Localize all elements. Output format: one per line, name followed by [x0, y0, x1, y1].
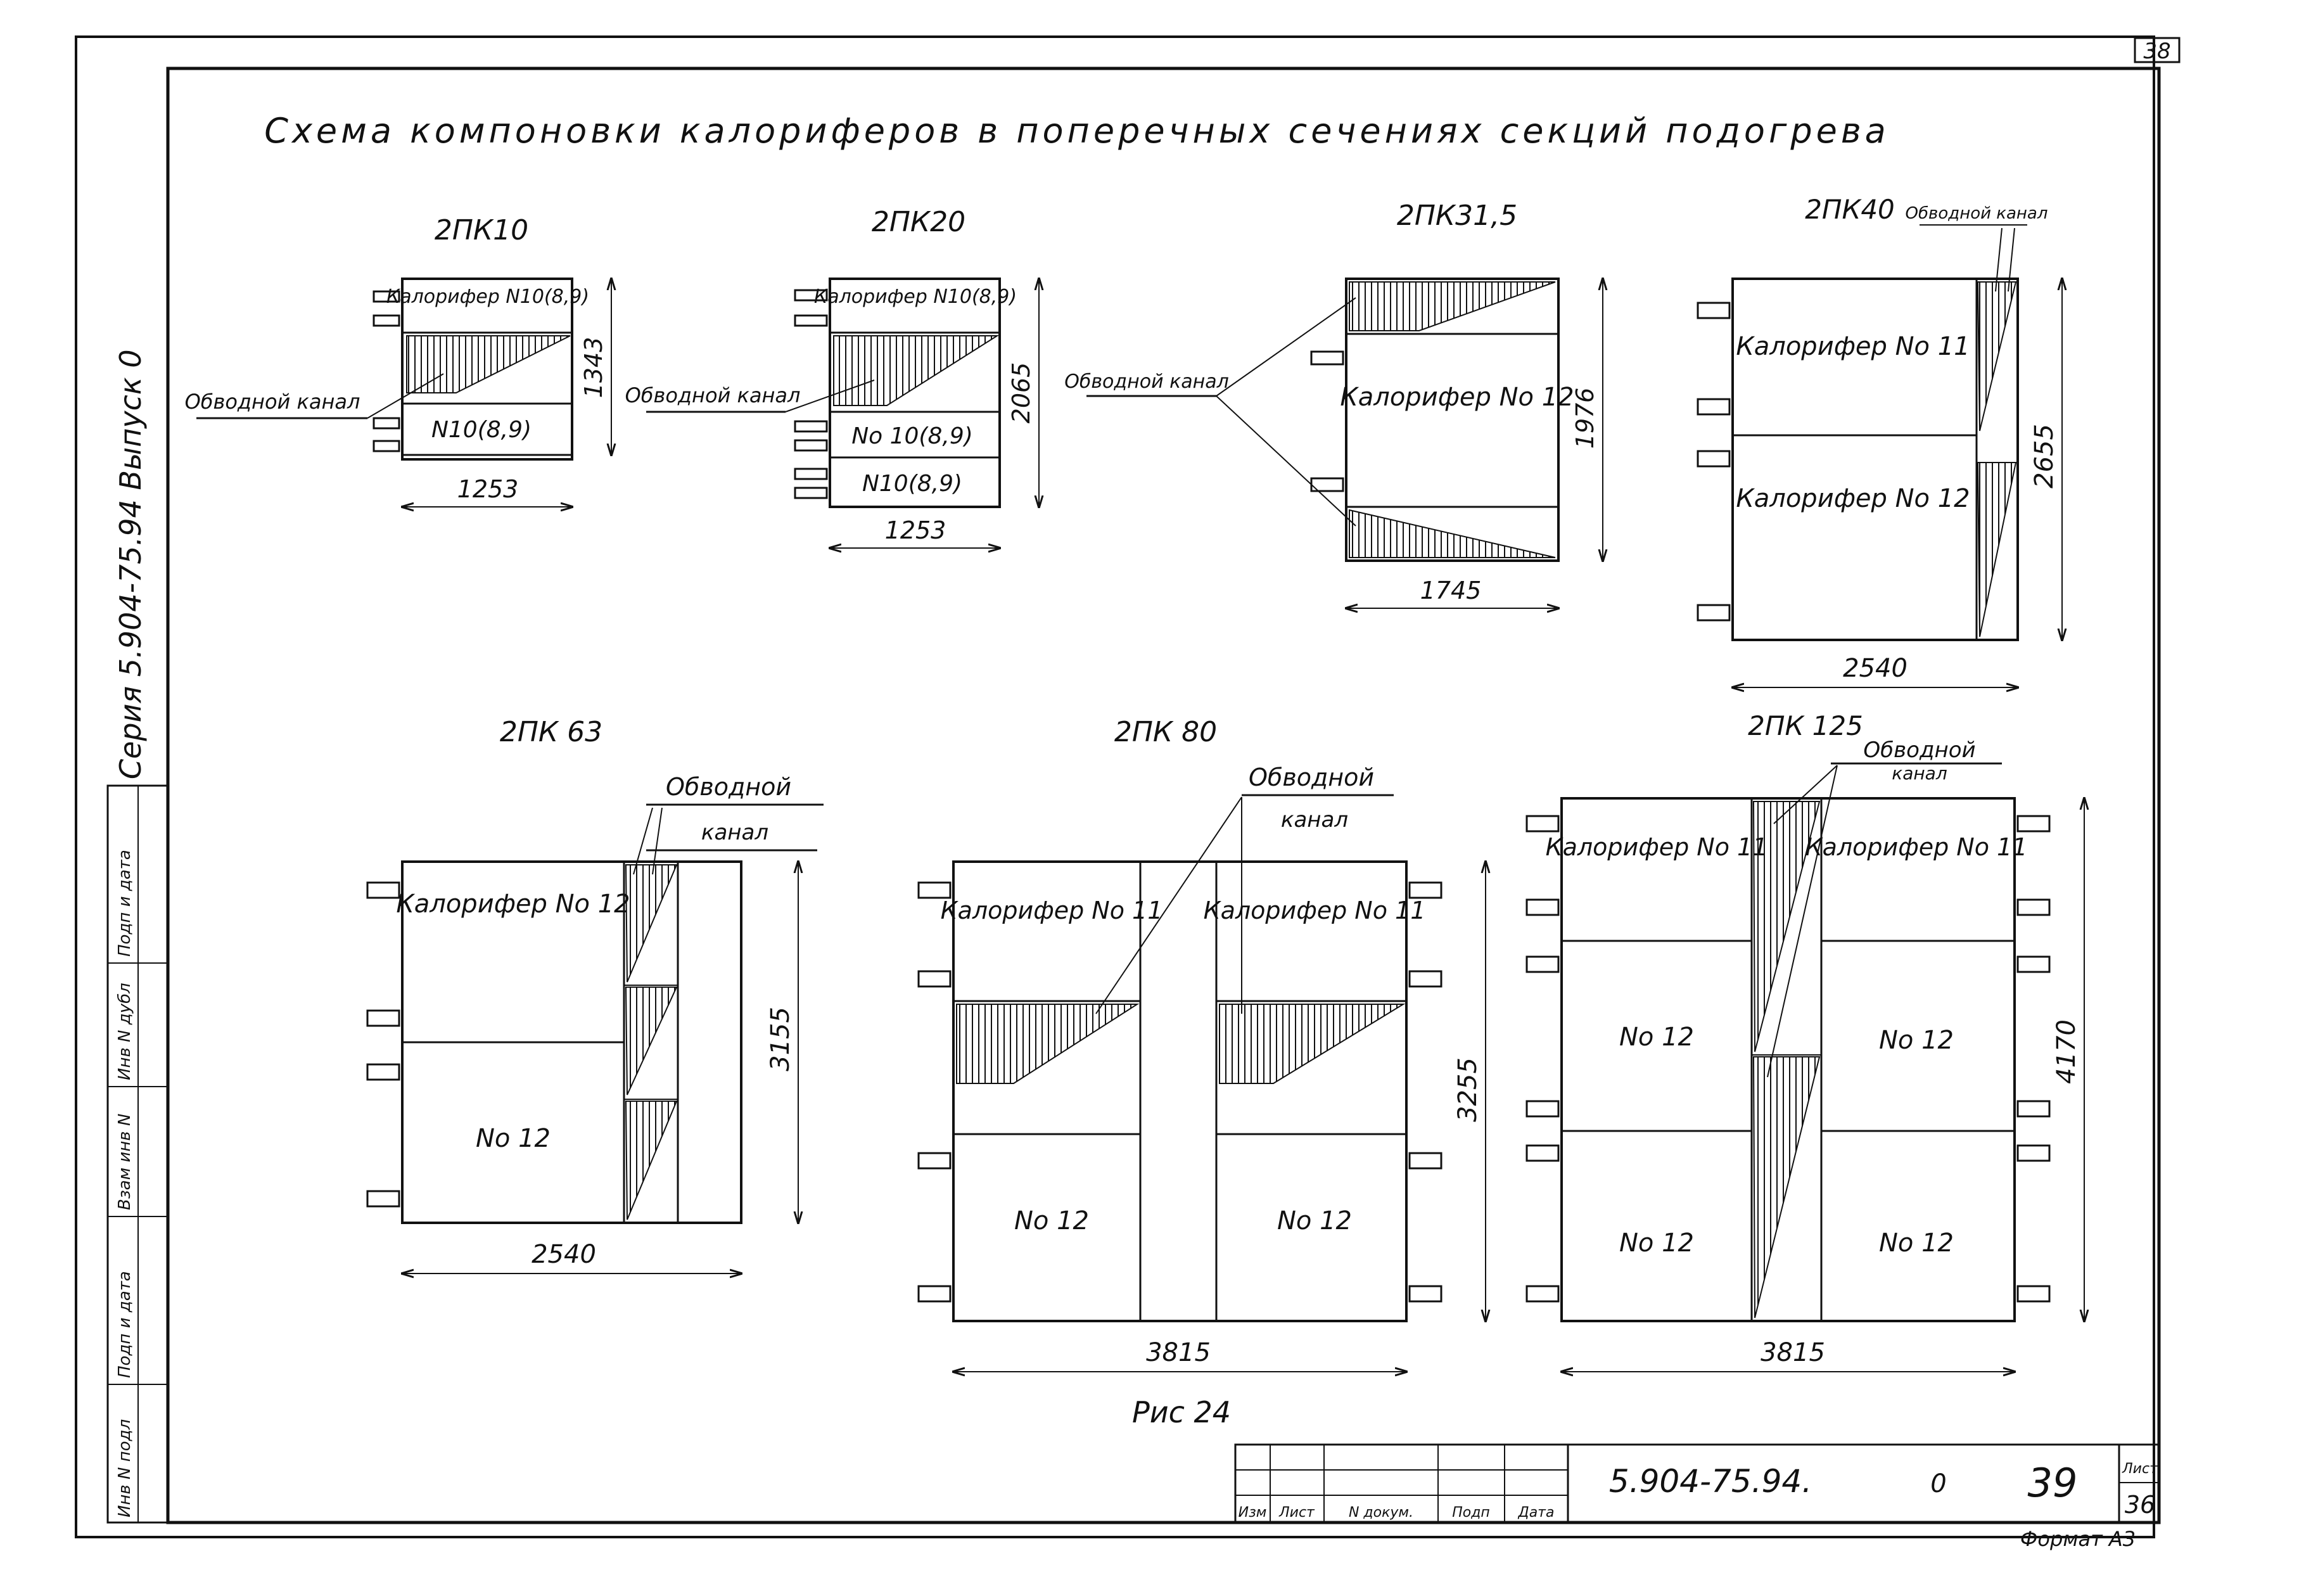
heater-box-2: No 10(8,9) [851, 423, 973, 449]
handwritten-page: 39 [2028, 1460, 2078, 1506]
diagram-title: 2ПК 63 [500, 716, 602, 748]
heater-bottom-box: N10(8,9) [431, 417, 532, 443]
heater-top-box: Калорифер No 11 [1736, 332, 1970, 361]
diagram-title: 2ПК 125 [1748, 710, 1863, 741]
header-izm: Изм [1239, 1505, 1267, 1521]
heater-top-left: Калорифер No 11 [941, 897, 1163, 924]
format-label: Формат А3 [2020, 1527, 2136, 1551]
stamp-cell-4: Подп и дата [115, 1271, 134, 1378]
stamp-cell-3: Взам инв N [115, 1114, 134, 1210]
diagram-2pk80: 2ПК 80 Калорифер No 11 Калорифер No 11 N… [917, 716, 1486, 1372]
header-sign: Подп [1452, 1505, 1490, 1521]
height-dimension: 3155 [766, 1007, 795, 1071]
bypass-label: Обводной канал [625, 383, 801, 407]
width-dimension: 1253 [885, 516, 946, 544]
heater-box: Калорифер No 12 [1340, 383, 1574, 412]
sheet-border: 38 [75, 35, 2181, 1538]
height-dimension: 1976 [1571, 388, 1599, 449]
bypass-label-1: Обводной [666, 773, 791, 801]
height-dimension: 1343 [580, 337, 608, 399]
stamp-cell-5: Инв N подл [115, 1419, 134, 1517]
sheet-label: Лист [2122, 1461, 2158, 1477]
width-dimension: 2540 [532, 1240, 596, 1269]
diagram-2pk63: 2ПК 63 Калорифер No 12 No 12 Обводной ка… [366, 716, 824, 1274]
header-list: Лист [1278, 1505, 1315, 1521]
diagram-2pk31-5: 2ПК31,5 Калорифер No 12 Обводной канал 1… [1064, 200, 1603, 608]
width-dimension: 2540 [1843, 654, 1907, 683]
heater-mid-left: No 12 [1619, 1023, 1694, 1052]
side-stamp: Серия 5.904-75.94 Выпуск 0 Инв N подл По… [106, 349, 169, 1524]
diagram-title: 2ПК20 [872, 206, 965, 238]
heater-top-box: Калорифер N10(8,9) [814, 286, 1017, 308]
sheet-corner-number: 38 [2143, 39, 2170, 64]
heater-box-3: N10(8,9) [862, 471, 962, 497]
height-dimension: 4170 [2052, 1019, 2081, 1084]
height-dimension: 2655 [2030, 424, 2059, 488]
header-doc: N докум. [1349, 1505, 1413, 1521]
height-dimension: 2065 [1007, 362, 1035, 424]
sheet-number: 36 [2125, 1491, 2155, 1519]
width-dimension: 1745 [1420, 577, 1482, 604]
heater-bottom-left: No 12 [1014, 1206, 1089, 1235]
diagram-2pk20: 2ПК20 Калорифер N10(8,9) No 10(8,9) N10(… [625, 206, 1039, 548]
bypass-label-1: Обводной [1249, 763, 1374, 791]
issue-number: 0 [1930, 1469, 1946, 1498]
diagram-title: 2ПК40 [1805, 194, 1895, 225]
bypass-label: Обводной канал [185, 390, 360, 414]
width-dimension: 1253 [457, 475, 519, 503]
diagram-title: 2ПК10 [435, 214, 528, 246]
bypass-label-2: канал [1281, 807, 1348, 833]
drawing-title: Схема компоновки калориферов в поперечны… [264, 111, 1890, 151]
heater-bottom-right: No 12 [1277, 1206, 1352, 1235]
title-block: Изм Лист N докум. Подп Дата 5.904-75.94.… [1234, 1443, 2160, 1551]
heater-top-box: Калорифер No 12 [396, 890, 630, 919]
document-designation: 5.904-75.94. [1609, 1463, 1812, 1500]
heater-bottom-right: No 12 [1879, 1229, 1954, 1258]
heater-mid-right: No 12 [1879, 1026, 1954, 1055]
heater-top-right: Калорифер No 11 [1204, 897, 1426, 924]
heater-bottom-box: No 12 [476, 1124, 551, 1153]
diagram-2pk40: 2ПК40 Обводной канал Калорифер No 11 Кал… [1697, 194, 2062, 687]
stamp-cell-1: Подп и дата [115, 850, 134, 957]
width-dimension: 3815 [1761, 1338, 1825, 1367]
diagram-2pk125: 2ПК 125 Калорифер No 11 Калорифер No 11 … [1525, 710, 2084, 1372]
heater-top-left: Калорифер No 11 [1546, 833, 1768, 861]
bypass-label-2: канал [701, 820, 768, 845]
heater-bottom-box: Калорифер No 12 [1736, 484, 1970, 513]
diagram-title: 2ПК31,5 [1397, 200, 1517, 232]
series-label: Серия 5.904-75.94 Выпуск 0 [113, 349, 148, 779]
figure-caption: Рис 24 [1132, 1395, 1231, 1429]
bypass-label: Обводной канал [1906, 204, 2048, 223]
header-date: Дата [1518, 1505, 1555, 1521]
diagram-2pk10: 2ПК10 Калорифер N10(8,9) N10(8,9) Обводн… [185, 214, 611, 507]
diagram-title: 2ПК 80 [1114, 716, 1217, 748]
stamp-cell-2: Инв N дубл [115, 983, 134, 1080]
heater-top-right: Калорифер No 11 [1805, 833, 2028, 861]
heater-top-box: Калорифер N10(8,9) [386, 286, 589, 308]
width-dimension: 3815 [1146, 1338, 1211, 1367]
bypass-label-2: канал [1892, 763, 1947, 784]
heater-bottom-left: No 12 [1619, 1229, 1694, 1258]
bypass-label: Обводной канал [1064, 371, 1229, 393]
bypass-label-1: Обводной [1863, 737, 1975, 763]
height-dimension: 3255 [1453, 1057, 1482, 1122]
